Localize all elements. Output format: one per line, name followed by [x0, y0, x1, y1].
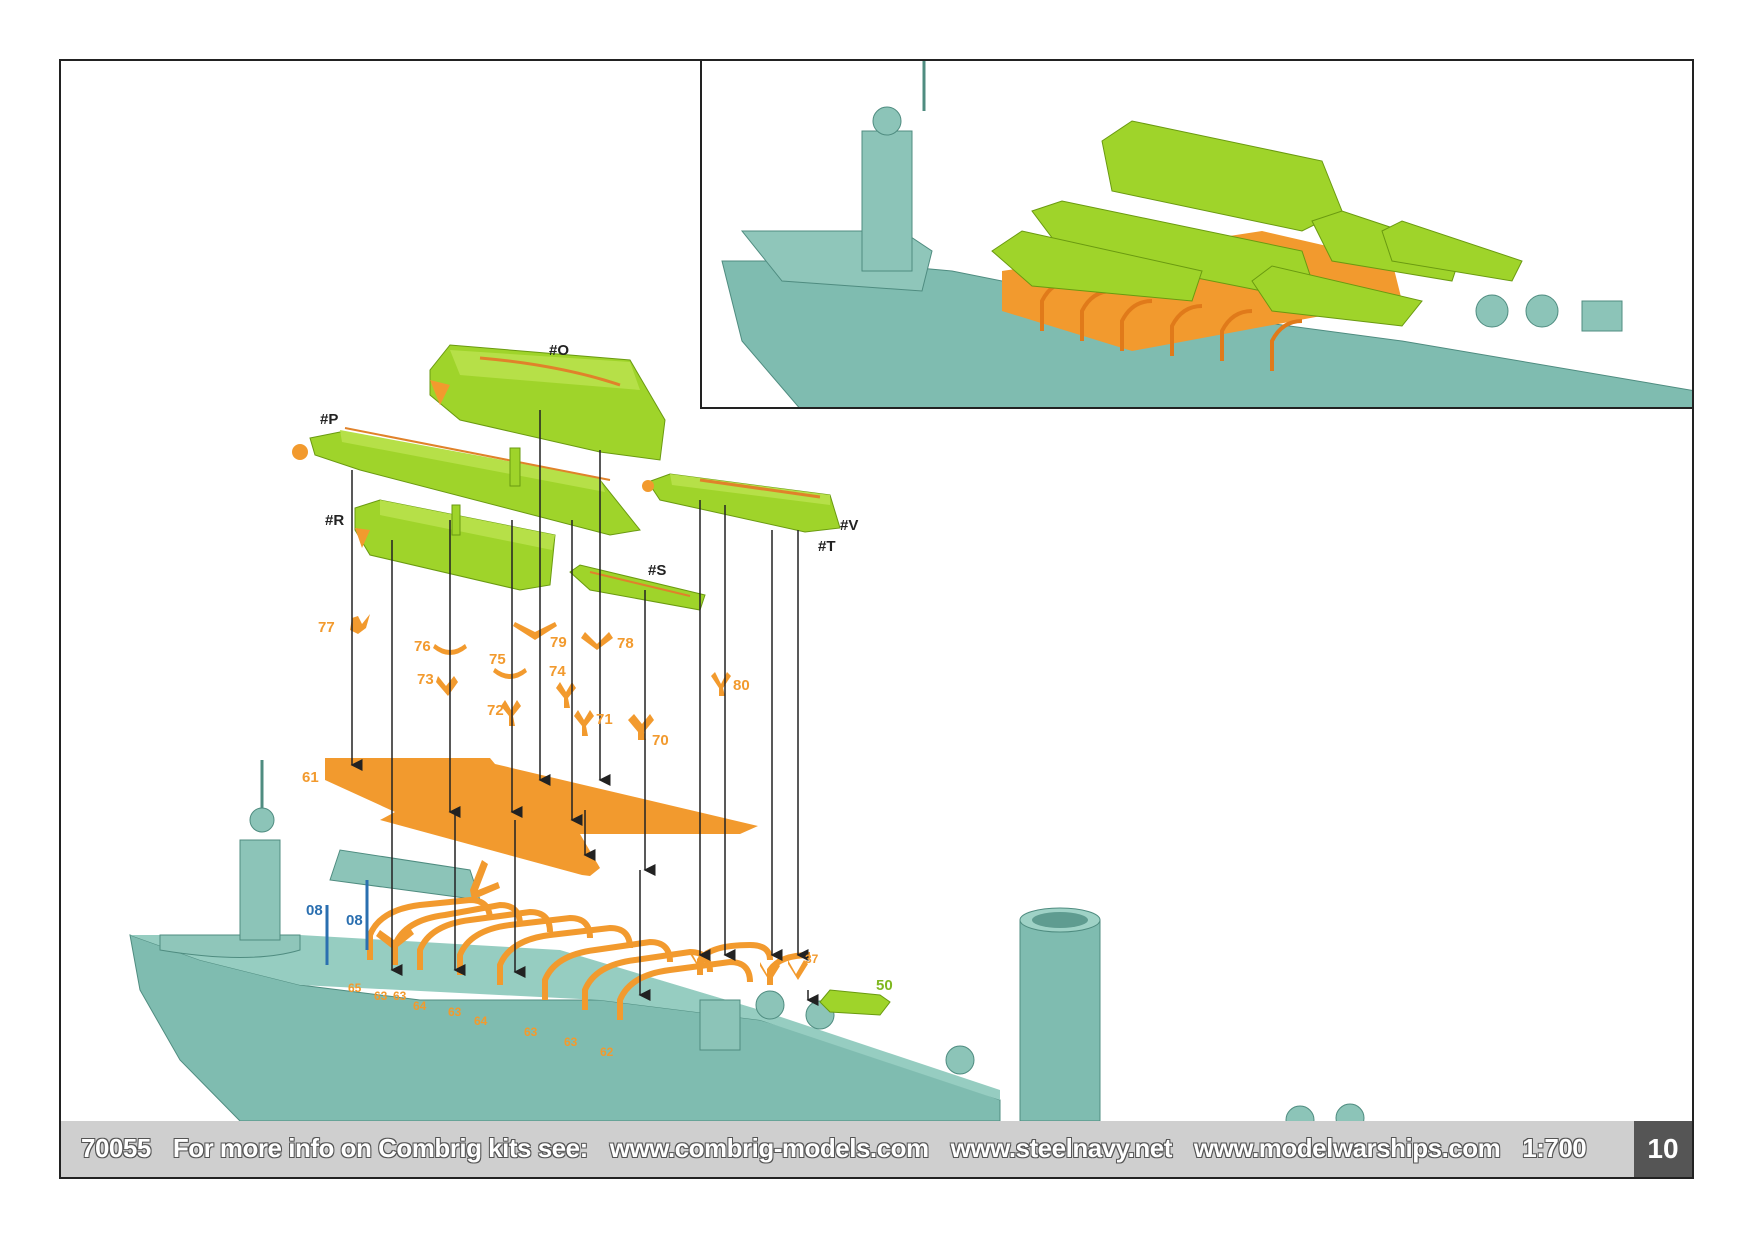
- label-part-62: 62: [600, 1045, 614, 1059]
- small-parts: [350, 614, 808, 982]
- scale: 1:700: [1522, 1133, 1587, 1163]
- kit-number: 70055: [81, 1133, 151, 1163]
- page-number: 10: [1634, 1121, 1692, 1177]
- label-boat-p: #P: [320, 411, 338, 428]
- completed-view-inset: [700, 59, 1694, 409]
- label-part-74: 74: [549, 663, 566, 680]
- label-boat-v: #V: [840, 517, 858, 534]
- label-boat-o: #O: [549, 342, 569, 359]
- boats: [292, 344, 841, 611]
- part-labels: 77 76 79 78 75 74 73 72 71 70 80 61 08 0…: [302, 619, 893, 1059]
- label-boat-r: #R: [325, 512, 344, 529]
- label-part-76: 76: [414, 638, 431, 655]
- label-part-65: 65: [348, 981, 362, 995]
- footer-bar: 70055 For more info on Combrig kits see: w…: [61, 1121, 1634, 1177]
- label-part-08b: 08: [346, 912, 363, 929]
- link-combrig[interactable]: www.combrig-models.com: [609, 1133, 929, 1163]
- label-part-70: 70: [652, 732, 669, 749]
- label-part-63e: 63: [564, 1035, 578, 1049]
- label-part-73: 73: [417, 671, 434, 688]
- boat-labels: #O #P #R #S #V #T: [320, 342, 858, 579]
- label-boat-s: #S: [648, 562, 666, 579]
- inset-illustration: [721, 61, 1692, 407]
- label-part-63b: 63: [393, 989, 407, 1003]
- label-boat-t: #T: [818, 538, 836, 555]
- deck-plate-61: [325, 758, 758, 876]
- ship-hull: [129, 760, 1365, 1135]
- label-part-72: 72: [487, 702, 504, 719]
- label-part-64b: 64: [474, 1014, 488, 1028]
- label-part-63c: 63: [448, 1005, 462, 1019]
- label-part-80: 80: [733, 677, 750, 694]
- label-part-63a: 63: [374, 989, 388, 1003]
- label-part-50: 50: [876, 977, 893, 994]
- label-part-71: 71: [596, 711, 613, 728]
- label-part-77: 77: [318, 619, 335, 636]
- label-part-08a: 08: [306, 902, 323, 919]
- link-steelnavy[interactable]: www.steelnavy.net: [950, 1133, 1173, 1163]
- assembly-arrows: [350, 410, 819, 1006]
- label-part-63d: 63: [524, 1025, 538, 1039]
- part-50: [819, 989, 891, 1016]
- footer-text: 70055 For more info on Combrig kits see: w…: [81, 1133, 1608, 1164]
- label-part-78: 78: [617, 635, 634, 652]
- label-part-64a: 64: [413, 999, 427, 1013]
- label-part-75: 75: [489, 651, 506, 668]
- label-part-37: 37: [805, 952, 819, 966]
- link-modelwarships[interactable]: www.modelwarships.com: [1193, 1133, 1501, 1163]
- label-part-61: 61: [302, 769, 319, 786]
- info-text: For more info on Combrig kits see:: [172, 1133, 588, 1163]
- label-part-79: 79: [550, 634, 567, 651]
